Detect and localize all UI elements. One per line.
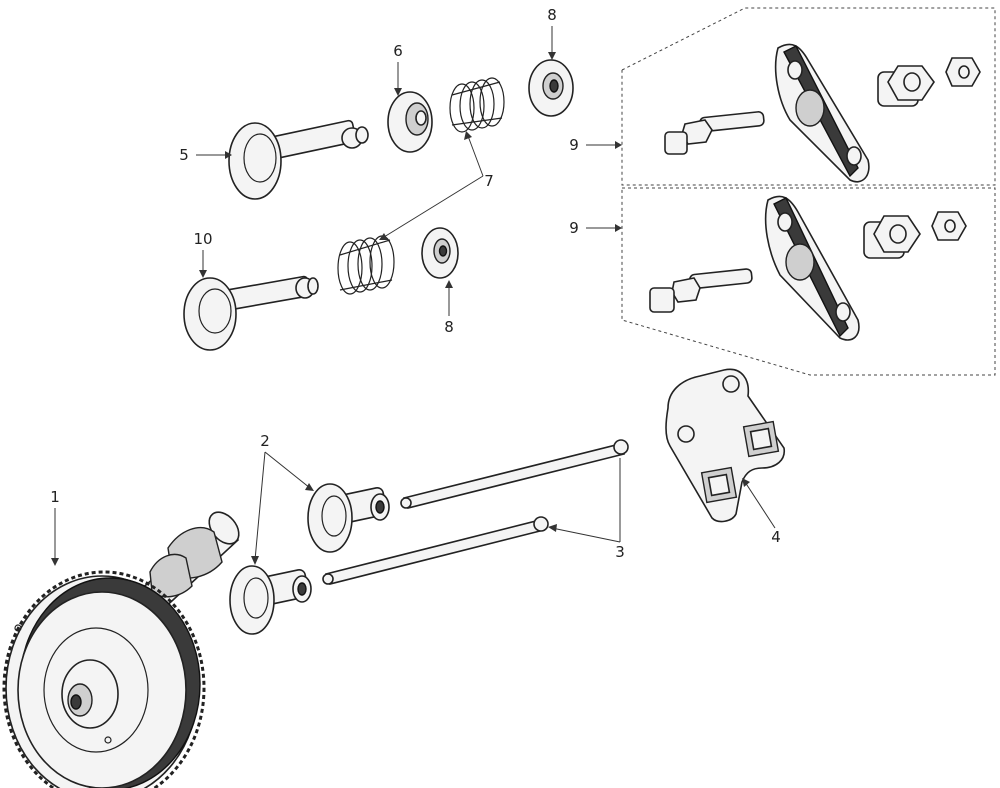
valve-spring-upper — [449, 77, 505, 133]
callout-9-lower: 9 — [569, 219, 579, 237]
callout-10: 10 — [193, 230, 212, 248]
valve-tappets — [229, 483, 390, 635]
rocker-group-box-upper — [621, 7, 996, 186]
callout-3: 3 — [615, 543, 625, 561]
callout-8-upper: 8 — [547, 6, 557, 24]
valve-spring-retainer — [387, 91, 433, 153]
callout-7: 7 — [484, 172, 494, 190]
camshaft-gear — [2, 511, 240, 788]
callout-9-upper: 9 — [569, 136, 579, 154]
push-rod-guide-plate — [665, 368, 786, 523]
spring-retainer-disc-lower — [421, 227, 459, 279]
callout-4: 4 — [771, 528, 781, 546]
callout-8-lower: 8 — [444, 318, 454, 336]
valve-spring-lower — [337, 235, 395, 295]
callout-labels: 1 2 3 4 5 6 7 8 8 9 9 10 — [50, 6, 781, 561]
rocker-group-box-lower — [621, 187, 996, 376]
callout-6: 6 — [393, 42, 403, 60]
intake-valve — [228, 119, 369, 200]
leader-lines — [51, 26, 776, 566]
exhaust-valve — [183, 275, 319, 351]
push-rods — [322, 439, 629, 585]
callout-1: 1 — [50, 488, 60, 506]
callout-5: 5 — [179, 146, 189, 164]
rocker-arm-assembly-upper — [664, 43, 981, 183]
spring-retainer-disc-upper — [528, 59, 574, 117]
rocker-arm-assembly-lower — [649, 195, 967, 341]
callout-2: 2 — [260, 432, 270, 450]
